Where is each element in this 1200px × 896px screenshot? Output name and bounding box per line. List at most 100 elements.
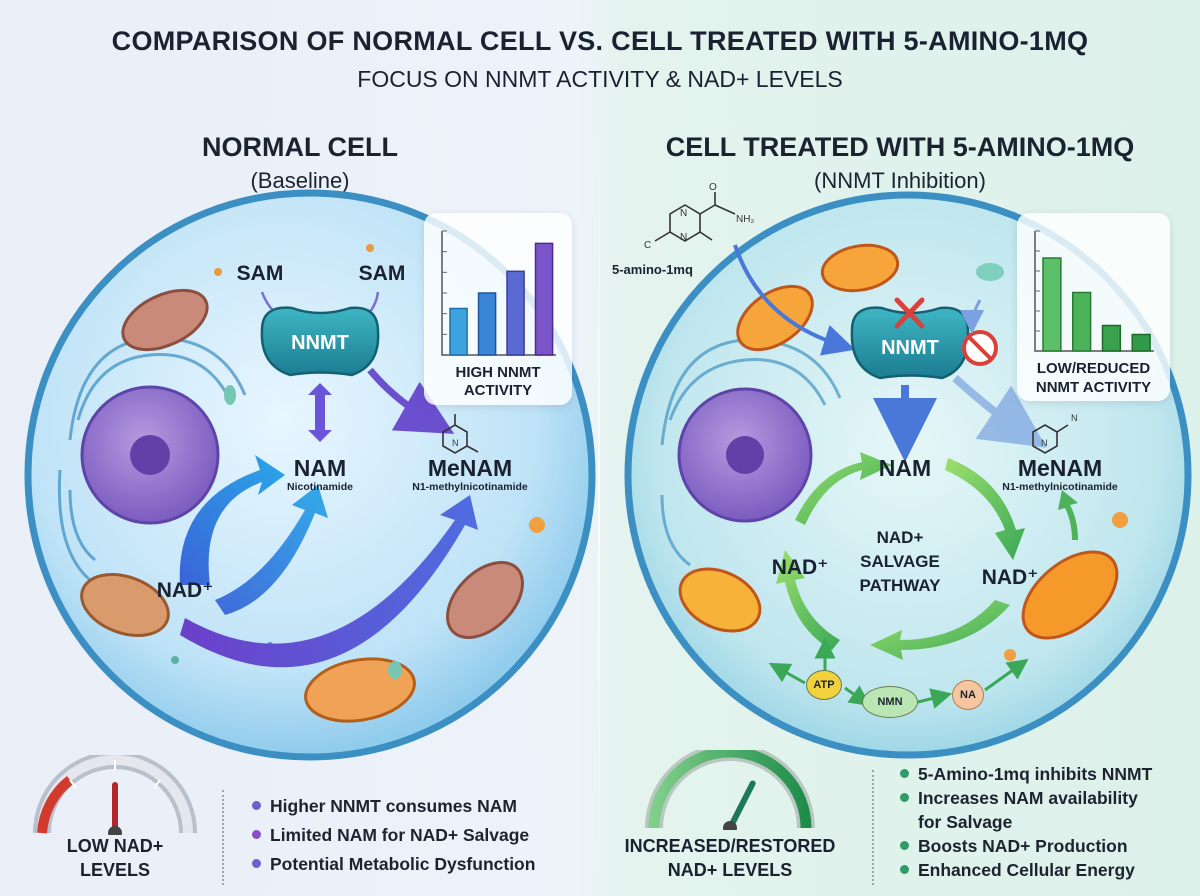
- nad-to-menam-arrow: [180, 495, 478, 668]
- salvage-label-1: NAD+: [876, 528, 924, 547]
- high-nnmt-chart-bar-4: [534, 242, 554, 356]
- right-bullet-dot: [900, 865, 909, 874]
- nam-sublabel-left: Nicotinamide: [287, 481, 353, 493]
- low-nnmt-chart-bar-2: [1072, 291, 1092, 352]
- drug-n-atom-1: N: [680, 208, 687, 219]
- right-bullet-item: Enhanced Cellular Energy: [900, 858, 1195, 882]
- right-bullet-item: Increases NAM availability: [900, 786, 1195, 810]
- high-nnmt-chart-bar-2: [477, 292, 497, 356]
- salvage-label-2: SALVAGE: [860, 552, 940, 571]
- left-bullet-item: Potential Metabolic Dysfunction: [252, 850, 592, 879]
- low-nad-gauge: [33, 755, 197, 835]
- atp-to-nmn-arrow: [844, 685, 871, 707]
- right-panel-subtitle: (NNMT Inhibition): [814, 168, 986, 193]
- nad-to-nam-arrow: [179, 455, 285, 585]
- nucleolus-treated: [726, 436, 764, 474]
- left-bullet-dot: [252, 830, 261, 839]
- salvage-cycle-arrows: [776, 452, 1078, 660]
- low-nad-label-2: LEVELS: [79, 860, 150, 880]
- left-bullet-dot: [252, 859, 261, 868]
- sam-label-left: SAM: [236, 262, 284, 285]
- menam-n-atom-treated: N: [1041, 438, 1048, 448]
- nnmt-menam-arrow: [367, 367, 455, 434]
- high-nnmt-label-2: ACTIVITY: [463, 382, 533, 399]
- menam-molecule-icon-treated: [1032, 424, 1069, 454]
- restored-nad-label-2: NAD+ LEVELS: [667, 860, 793, 880]
- nam-label-right: NAM: [878, 455, 932, 481]
- right-bullet-dot: [900, 841, 909, 850]
- left-bullet-dot: [252, 801, 261, 810]
- left-bottom-separator: [222, 790, 224, 885]
- low-nnmt-chart-bar-1: [1042, 257, 1062, 352]
- left-bullet-item: Limited NAM for NAD+ Salvage: [252, 821, 592, 850]
- drug-label: 5-amino-1mq: [612, 262, 693, 277]
- nad-label-right-cycle-right: NAD⁺: [981, 566, 1039, 589]
- menam-label-left: MeNAM: [427, 455, 513, 481]
- right-bullet-item: 5-Amino-1mq inhibits NNMT: [900, 762, 1195, 786]
- drug-c-atom: C: [644, 240, 651, 251]
- nnmt-enzyme-shape: [260, 306, 380, 377]
- high-nnmt-activity-chart: [441, 230, 556, 356]
- low-nad-label-1: LOW NAD+: [66, 836, 164, 856]
- menam-n-atom: N: [452, 438, 459, 448]
- na-right-arrow: [984, 658, 1029, 692]
- nmn-to-na-arrow: [917, 688, 953, 709]
- na-node: NA: [952, 680, 984, 710]
- right-bullet-dot: [900, 769, 909, 778]
- atp-left-arrow: [768, 662, 806, 685]
- nucleolus: [130, 435, 170, 475]
- nad-label-left: NAD⁺: [156, 579, 214, 602]
- drug-n-atom-2: N: [680, 232, 687, 243]
- low-nnmt-activity-chart: [1034, 230, 1154, 352]
- nmn-node: NMN: [862, 686, 918, 718]
- vesicles: [171, 244, 545, 679]
- drug-to-nnmt-arrow: [733, 244, 856, 356]
- nad-label-right-cycle-left: NAD⁺: [771, 556, 829, 579]
- inhibition-x-icon: [894, 297, 925, 329]
- menam-molecule-icon: [442, 414, 479, 454]
- right-bottom-separator: [872, 770, 874, 885]
- left-panel-title: NORMAL CELL: [202, 132, 398, 162]
- left-panel-subtitle: (Baseline): [250, 168, 350, 193]
- menam-sublabel-right: N1-methylnicotinamide: [1002, 481, 1118, 493]
- mitochondria: [80, 288, 524, 723]
- menam-n-atom-2-treated: N: [1071, 413, 1078, 423]
- high-nnmt-chart-bar-1: [449, 307, 468, 356]
- high-nnmt-label-1: HIGH NNMT: [455, 364, 541, 381]
- restored-nad-gauge-needle: [727, 780, 756, 830]
- high-nnmt-chart-bar-3: [506, 270, 525, 356]
- drug-nh2-group: NH₂: [736, 214, 754, 225]
- left-bullet-item: Higher NNMT consumes NAM: [252, 792, 592, 821]
- right-bullet-item: Boosts NAD+ Production: [900, 834, 1195, 858]
- low-nnmt-label-2: NNMT ACTIVITY: [1035, 379, 1152, 396]
- salvage-label-3: PATHWAY: [859, 576, 941, 595]
- right-bullet-dot: [900, 793, 909, 802]
- nnmt-to-menam-arrow-treated: [952, 375, 1047, 448]
- restored-nad-label-1: INCREASED/RESTORED: [624, 836, 836, 856]
- menam-sublabel-left: N1-methylnicotinamide: [412, 481, 528, 493]
- left-bullet-list: Higher NNMT consumes NAM Limited NAM for…: [252, 792, 592, 879]
- nnmt-label-right: NNMT: [881, 337, 939, 359]
- low-nnmt-chart-bar-3: [1101, 324, 1122, 352]
- panel-divider: [598, 118, 600, 896]
- sam-label-right: SAM: [358, 262, 406, 285]
- blocked-arrow: [960, 299, 985, 334]
- mitochondria-treated: [678, 243, 1119, 640]
- page-title: COMPARISON OF NORMAL CELL VS. CELL TREAT…: [111, 26, 1089, 56]
- vesicles-treated: [827, 263, 1128, 661]
- nnmt-nam-double-arrow: [308, 383, 332, 442]
- restored-nad-gauge: [645, 750, 815, 830]
- nad-to-nam-arrow-2: [215, 485, 328, 615]
- menam-label-right: MeNAM: [1017, 455, 1103, 481]
- prohibited-icon: [962, 330, 998, 366]
- nnmt-label-left: NNMT: [291, 332, 349, 354]
- right-panel-title: CELL TREATED WITH 5-AMINO-1MQ: [665, 132, 1135, 162]
- low-nnmt-activity-chart-card: LOW/REDUCED NNMT ACTIVITY: [1017, 213, 1170, 401]
- low-nnmt-label-1: LOW/REDUCED: [1036, 360, 1151, 377]
- 5-amino-1mq-molecule-icon: [654, 192, 736, 242]
- low-nnmt-chart-bar-4: [1131, 333, 1151, 352]
- high-nnmt-activity-chart-card: HIGH NNMT ACTIVITY: [424, 213, 572, 405]
- right-bullet-item-continuation: for Salvage: [918, 812, 1013, 832]
- drug-o-atom: O: [709, 182, 717, 193]
- nam-label-left: NAM: [293, 455, 347, 481]
